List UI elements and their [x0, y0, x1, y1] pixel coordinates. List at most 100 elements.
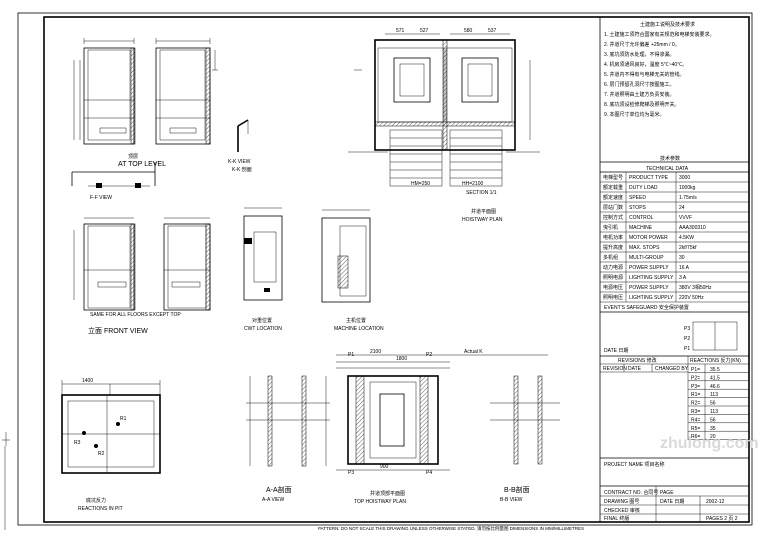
- reaction-key: P1=: [691, 367, 700, 373]
- spec-footnote: EVENT'S SAFEGUARD 安全保护装置: [604, 304, 689, 311]
- reactions-col-revision: REVISION: [603, 366, 627, 372]
- top-dim-d6: 1800: [396, 356, 407, 362]
- watermark: zhulong.com: [660, 435, 759, 452]
- reactions-header-b: REACTIONS 反力(KN): [690, 357, 741, 364]
- spec-row-cn: 电机功率: [603, 234, 623, 241]
- bb-view-label: B-B VIEW: [500, 497, 523, 503]
- kk-view: K-K VIEW K-K 剖面: [228, 119, 252, 173]
- spec-row-en: POWER SUPPLY: [629, 285, 669, 291]
- reaction-key-box: P3 P2 P1: [684, 321, 738, 352]
- contract-no: CONTRACT NO. 合同号: [604, 489, 658, 496]
- date-tb: DATE 日期: [660, 499, 684, 505]
- aa-view: A-A剖面 A-A VIEW: [246, 375, 330, 503]
- spec-row-value: 24: [679, 205, 685, 211]
- spec-row-cn: 控制方式: [603, 214, 623, 221]
- svg-text:P3: P3: [684, 326, 690, 332]
- hoist-dim-d2: 527: [420, 28, 429, 34]
- drawing-no: DRAWING 图号: [604, 499, 639, 505]
- top-p1: P1: [348, 352, 354, 358]
- spec-row-en: CONTROL: [629, 215, 654, 221]
- note-line-8: 8. 底坑须设检修爬梯及照明开关。: [604, 101, 680, 108]
- spec-row-en: LIGHTING SUPPLY: [629, 275, 674, 281]
- hoistway-plan-label: HOISTWAY PLAN: [462, 217, 503, 223]
- spec-row-en: MAX. STOPS: [629, 245, 660, 251]
- front-view-elevation: SAME FOR ALL FLOORS EXCEPT TOP 立面 FRONT …: [73, 217, 211, 335]
- ff-view: F-F VIEW: [71, 162, 156, 201]
- top-hoistway-label: TOP HOISTWAY PLAN: [354, 499, 406, 505]
- cwt-location-label: CWT LOCATION: [244, 326, 282, 332]
- hoistway-section: SECTION 1/1: [466, 190, 497, 196]
- reactions-in-pit: 1400 R1 R2 R3 底坑反力 REACTIONS IN PIT: [61, 378, 161, 512]
- spec-table: 技术参数 TECHNICAL DATA: [600, 155, 749, 302]
- spec-row-en: SPEED: [629, 195, 646, 201]
- top-hoistway-cn: 井道顶部平面图: [370, 490, 405, 497]
- notes-block: 土建施工说明及技术要求 1. 土建施工须符合国家有关规范和电梯安装要求。 2. …: [604, 21, 715, 118]
- drawing-border: [43, 16, 750, 523]
- kk-view-label: K-K VIEW: [228, 159, 251, 165]
- project-name: PROJECT NAME 项目名称: [604, 461, 664, 468]
- date-label: DATE 日期: [604, 348, 628, 354]
- spec-row-cn: 照明电源: [603, 274, 623, 281]
- reactions-header-a: REVISIONS 修改: [618, 357, 657, 364]
- spec-row-value: 220V 50Hz: [679, 295, 704, 301]
- footer-note: PATTERN: DO NOT SCALE THIS DRAWING UNLES…: [318, 525, 584, 532]
- title-block: PROJECT NAME 项目名称 CONTRACT NO. 合同号 PAGE …: [600, 457, 749, 522]
- spec-title-en: TECHNICAL DATA: [646, 166, 689, 172]
- spec-row-value: 2kf/75kf: [679, 245, 697, 251]
- spec-row-cn: 提升高度: [603, 244, 623, 251]
- reaction-key: R4=: [691, 417, 700, 423]
- reaction-value: 35.5: [710, 367, 720, 373]
- bb-view-cn: B-B剖面: [504, 485, 530, 494]
- cwt-location: 对重位置 CWT LOCATION: [243, 207, 283, 332]
- spec-row-en: MULTI-GROUP: [629, 255, 664, 261]
- aa-view-label: A-A VIEW: [262, 497, 285, 503]
- pit-dim: 1400: [82, 378, 93, 384]
- spec-row-cn: 动力电源: [603, 264, 623, 271]
- margin-mark: [2, 432, 10, 530]
- spec-row-en: LIGHTING SUPPLY: [629, 295, 674, 301]
- reaction-value: 46.6: [710, 384, 720, 390]
- pit-r1: R1: [120, 416, 127, 422]
- spec-row-value: 16 A: [679, 265, 690, 271]
- reaction-key: P2=: [691, 375, 700, 381]
- spec-title: 技术参数: [660, 155, 680, 162]
- hoistway-plan: 571 527 580 537 HM=250 HH=2100 SECTION 1…: [348, 28, 540, 223]
- spec-row-en: DUTY LOAD: [629, 185, 658, 191]
- reaction-value: 20: [710, 434, 716, 440]
- note-line-5: 5. 井道内不得有与电梯无关的管线。: [604, 71, 685, 78]
- hoist-hm: HM=250: [411, 181, 430, 187]
- reactions-pit-cn: 底坑反力: [86, 497, 106, 504]
- top-p4: P4: [426, 470, 432, 476]
- spec-row-en: PRODUCT TYPE: [629, 175, 669, 181]
- cwt-location-cn: 对重位置: [252, 317, 272, 324]
- spec-row-cn: 电源电压: [603, 284, 623, 291]
- spec-row-cn: 层站门数: [603, 204, 623, 211]
- top-hoistway-plan: 2100 1800 900 P1 P2 P3 P4 井道顶部平面图 TOP HO…: [336, 349, 450, 505]
- hoist-dim-d4: 537: [488, 28, 497, 34]
- spec-row-en: POWER SUPPLY: [629, 265, 669, 271]
- at-top-level-cn: 顶层: [128, 154, 138, 160]
- note-line-2: 2. 井道尺寸允许偏差 +25mm / 0。: [604, 41, 680, 48]
- reaction-key: P3=: [691, 384, 700, 390]
- top-dim-d7: 900: [380, 464, 389, 470]
- spec-row-cn: 照明电压: [603, 294, 623, 301]
- hoist-dim-d3: 580: [464, 28, 473, 34]
- front-view-label: 立面 FRONT VIEW: [88, 326, 148, 335]
- svg-text:P2: P2: [684, 336, 690, 342]
- spec-row-cn: 额定速度: [603, 194, 623, 201]
- reaction-key: R6=: [691, 434, 700, 440]
- top-p3: P3: [348, 470, 354, 476]
- spec-row-value: VVVF: [679, 215, 692, 221]
- spec-row-value: 3000: [679, 175, 690, 181]
- note-line-6: 6. 层门预留孔洞尺寸按图施工。: [604, 81, 675, 88]
- pit-r3: R3: [74, 440, 81, 446]
- note-line-7: 7. 井道照明由土建方负责安装。: [604, 91, 675, 98]
- hoist-dim-d1: 571: [396, 28, 405, 34]
- top-p2: P2: [426, 352, 432, 358]
- reaction-value: 35: [710, 426, 716, 432]
- spec-row-cn: 多机组: [603, 254, 618, 261]
- machine-location-cn: 主机位置: [346, 317, 366, 324]
- reactions-col-date: DATE: [628, 366, 642, 372]
- reaction-rows: P1=35.5P2=41.5P3=46.6R1=113R2=56R3=113R4…: [688, 367, 749, 440]
